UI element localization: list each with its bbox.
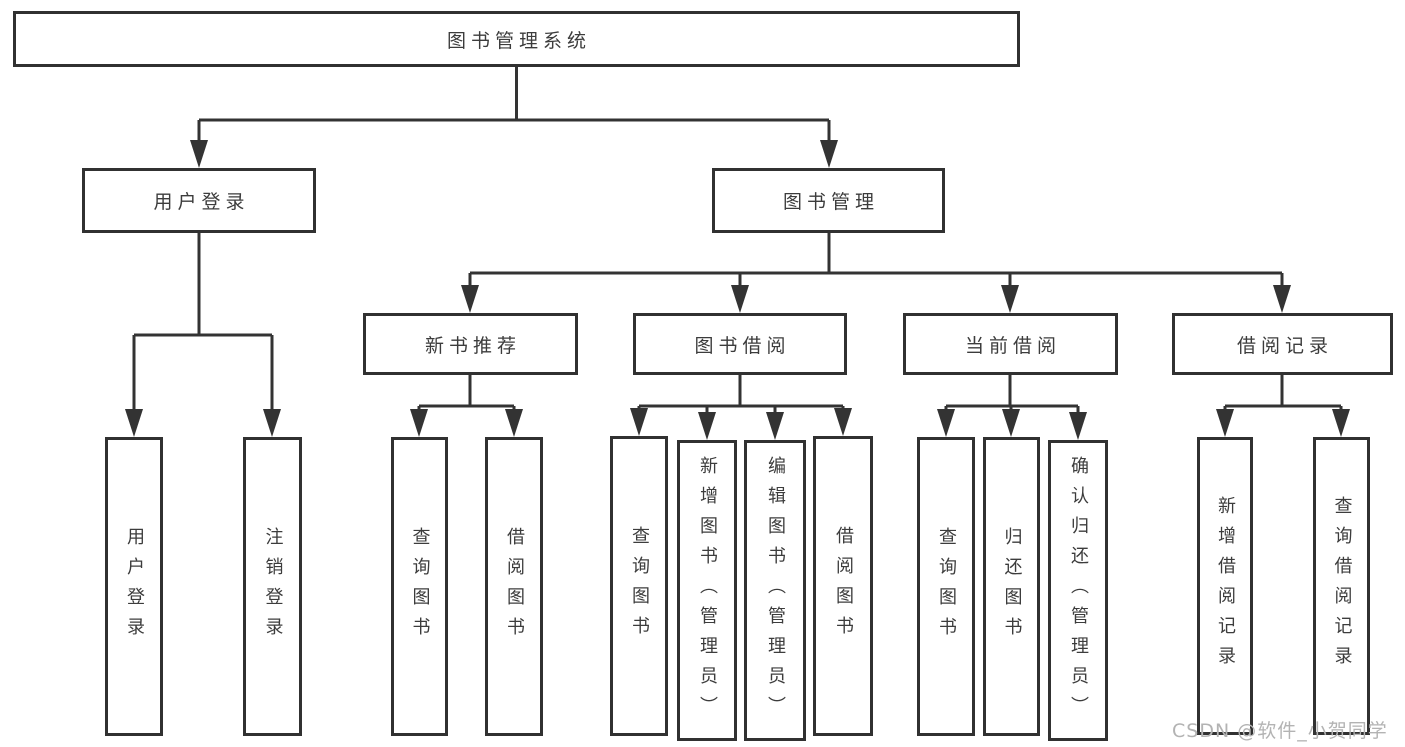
leaf-current-query-books: 查询图书	[917, 437, 975, 736]
node-label: 借阅记录	[1236, 334, 1333, 357]
leaf-logout: 注销登录	[243, 437, 302, 736]
leaf-edit-books-admin: 编辑图书（管理员）	[744, 440, 806, 741]
node-book-borrowing: 图书借阅	[633, 313, 847, 375]
node-label: 图书借阅	[694, 334, 791, 357]
node-label: 借阅图书	[504, 526, 525, 647]
leaf-add-borrow-record: 新增借阅记录	[1197, 437, 1253, 735]
tree-edges	[132, 67, 1343, 417]
node-label: 图书管理系统	[446, 29, 591, 52]
node-label: 归还图书	[1001, 526, 1023, 647]
arrowheads	[125, 140, 1350, 440]
csdn-watermark: CSDN @软件_小贺同学	[1172, 720, 1388, 742]
leaf-recommend-borrow-books: 借阅图书	[485, 437, 543, 736]
node-book-management: 图书管理	[712, 168, 945, 233]
leaf-borrowing-borrow-books: 借阅图书	[813, 436, 873, 736]
leaf-confirm-return-admin: 确认归还（管理员）	[1048, 440, 1108, 741]
node-label: 查询图书	[936, 526, 957, 647]
node-label: 查询图书	[409, 526, 431, 647]
node-label: 当前借阅	[964, 334, 1061, 357]
node-new-book-recommendation: 新书推荐	[363, 313, 578, 375]
node-label: 注销登录	[262, 526, 284, 647]
node-library-management-system: 图书管理系统	[13, 11, 1020, 67]
node-label: 新增借阅记录	[1215, 496, 1236, 676]
leaf-query-borrow-record: 查询借阅记录	[1313, 437, 1370, 735]
leaf-return-books: 归还图书	[983, 437, 1040, 736]
node-label: 编辑图书（管理员）	[765, 455, 786, 726]
node-label: 查询图书	[629, 526, 650, 646]
node-label: 用户登录	[124, 526, 145, 647]
node-user-login-branch: 用户登录	[82, 168, 316, 233]
node-label: 用户登录	[153, 191, 250, 213]
node-current-borrowing: 当前借阅	[903, 313, 1118, 375]
node-borrowing-records: 借阅记录	[1172, 313, 1393, 375]
leaf-borrowing-query-books: 查询图书	[610, 436, 668, 736]
node-label: 图书管理	[782, 191, 879, 213]
node-label: 查询借阅记录	[1331, 496, 1353, 676]
leaf-user-login: 用户登录	[105, 437, 163, 736]
leaf-add-books-admin: 新增图书（管理员）	[677, 440, 737, 741]
node-label: 确认归还（管理员）	[1068, 455, 1089, 726]
node-label: 新增图书（管理员）	[697, 455, 718, 726]
node-label: 借阅图书	[833, 526, 854, 646]
leaf-recommend-query-books: 查询图书	[391, 437, 448, 736]
node-label: 新书推荐	[424, 334, 521, 357]
